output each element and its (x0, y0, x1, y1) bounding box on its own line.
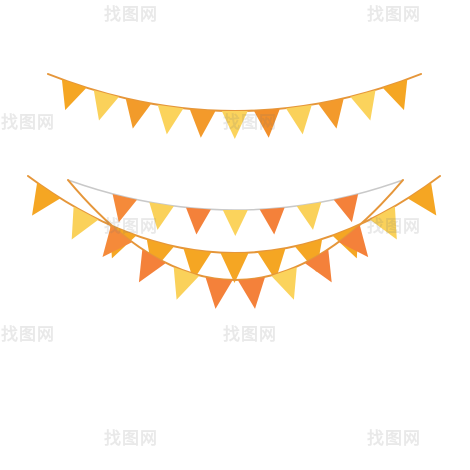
watermark: 找图网 (223, 325, 277, 345)
pennant-flag (125, 98, 152, 129)
pennant-flag (253, 109, 280, 138)
watermark: 找图网 (104, 217, 158, 237)
pennant-flag (220, 253, 249, 283)
pennant-flag (333, 194, 359, 223)
pennant-flag (407, 182, 437, 216)
pennant-flag (205, 277, 233, 309)
pennant-flag (318, 98, 344, 129)
watermark: 找图网 (223, 113, 277, 133)
pennant-flag (173, 267, 200, 300)
pennant-flag (32, 182, 61, 216)
pennant-flag (238, 277, 265, 309)
watermark: 找图网 (367, 217, 421, 237)
bottom-garland (67, 179, 404, 309)
pennant-flag (305, 249, 332, 283)
pennant-flag (138, 249, 166, 283)
pennant-flag (102, 225, 132, 257)
pennant-flag (222, 210, 248, 236)
watermark: 找图网 (367, 429, 421, 449)
pennant-flag (259, 207, 285, 235)
pennant-flag (93, 90, 119, 121)
pennant-flag (189, 109, 216, 138)
pennant-flag (157, 104, 184, 135)
pennant-flag (257, 248, 286, 281)
watermark: 找图网 (367, 5, 421, 25)
pennant-flag (221, 111, 248, 139)
pennant-flag (71, 206, 99, 240)
watermark: 找图网 (104, 5, 158, 25)
watermark: 找图网 (1, 325, 55, 345)
pennant-flag (350, 90, 376, 121)
pennant-flag (338, 225, 369, 258)
pennant-flag (296, 202, 322, 230)
pennant-flag (149, 202, 174, 230)
garland-string (67, 179, 404, 211)
pennant-flag (61, 79, 87, 111)
pennant-flag (112, 194, 137, 223)
garland-string (67, 179, 404, 281)
pennant-flag (183, 248, 212, 281)
pennant-flag (286, 104, 312, 135)
pennant-flag (382, 79, 408, 111)
pennant-flag (186, 207, 211, 235)
top-garland (47, 73, 422, 139)
middle-garland (67, 179, 404, 236)
watermark: 找图网 (1, 113, 55, 133)
pennant-flag (370, 206, 397, 240)
pennant-flag (271, 267, 297, 300)
watermark: 找图网 (104, 429, 158, 449)
